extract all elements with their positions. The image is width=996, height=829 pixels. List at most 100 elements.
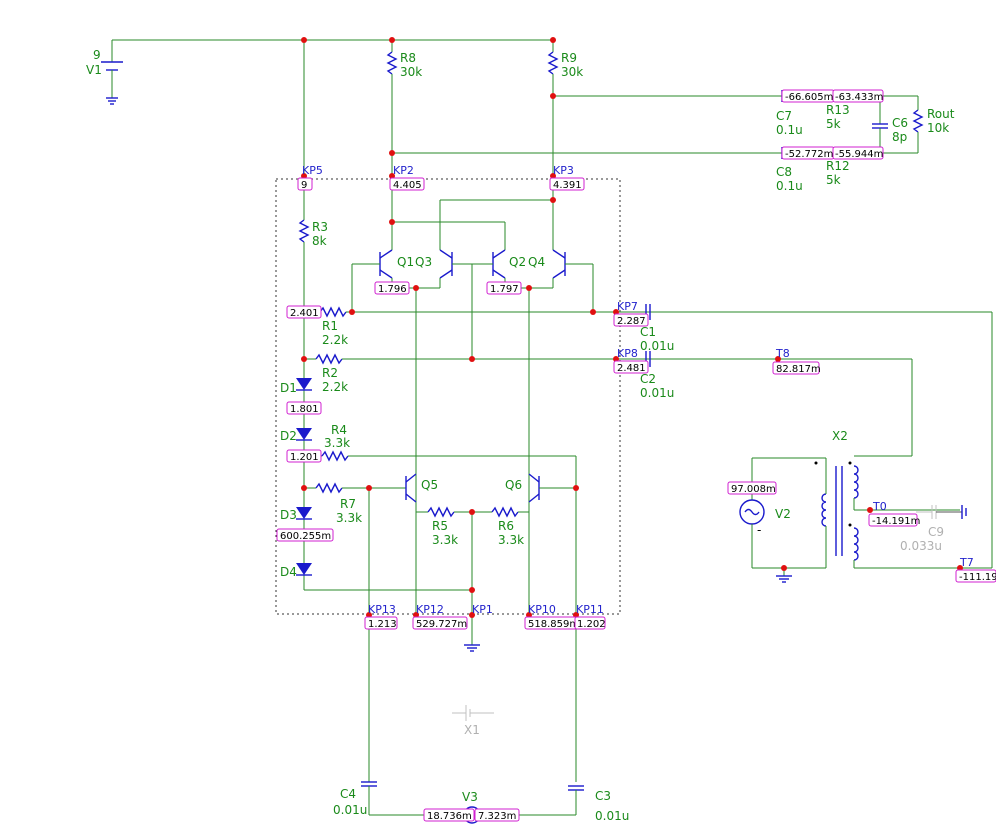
transistor-q3[interactable] — [439, 249, 472, 279]
battery-x1[interactable] — [452, 705, 494, 721]
probe-kp8: 2.481 — [617, 363, 646, 374]
c1-value: 0.01u — [640, 339, 674, 353]
port-kp2: KP2 — [393, 164, 414, 177]
port-kp8: KP8 — [617, 347, 638, 360]
v1-ref: V1 — [86, 63, 102, 77]
q3-ref: Q3 — [415, 255, 432, 269]
probe-q2: 1.797 — [490, 284, 519, 295]
c2-ref: C2 — [640, 372, 656, 386]
resistor-r4[interactable] — [321, 450, 349, 462]
subcircuit-boundary — [275, 178, 621, 615]
probe-v2: 97.008m — [731, 484, 776, 495]
d3-ref: D3 — [280, 508, 297, 522]
probe-kp7: 2.287 — [617, 316, 646, 327]
probe-q1: 1.796 — [378, 284, 407, 295]
v3-ref: V3 — [462, 790, 478, 804]
port-kp7: KP7 — [617, 300, 638, 313]
d2-ref: D2 — [280, 429, 297, 443]
r9-value: 30k — [561, 65, 583, 79]
q4-ref: Q4 — [528, 255, 545, 269]
transistor-q1[interactable] — [352, 249, 393, 279]
probe-c7: -66.605m — [785, 92, 833, 103]
battery-v1[interactable] — [101, 61, 123, 105]
resistor-r2[interactable] — [315, 353, 343, 365]
c7-value: 0.1u — [776, 123, 803, 137]
capacitor-c9[interactable] — [916, 505, 967, 519]
c4-ref: C4 — [340, 787, 356, 801]
probe-kp2: 4.405 — [393, 180, 422, 191]
resistor-r3[interactable] — [298, 219, 310, 243]
r12-value: 5k — [826, 173, 841, 187]
r8-value: 30k — [400, 65, 422, 79]
r4-value: 3.3k — [324, 436, 350, 450]
resistor-r1[interactable] — [319, 306, 347, 318]
transistor-q4[interactable] — [552, 249, 593, 279]
resistor-r8[interactable] — [386, 51, 398, 75]
probe-t7: -111.19 — [959, 572, 996, 583]
port-kp10: KP10 — [528, 603, 556, 616]
probe-r13: -63.433m — [835, 92, 883, 103]
probe-t8: 82.817m — [776, 364, 821, 375]
port-kp5: KP5 — [302, 164, 323, 177]
voltage-probes: 9 4.405 4.391 1.796 1.797 2.401 2.287 2.… — [276, 89, 996, 822]
x2-ref: X2 — [832, 429, 848, 443]
v1-value: 9 — [93, 48, 101, 62]
ground-kp1 — [464, 644, 480, 652]
c6-ref: C6 — [892, 116, 908, 130]
r1-value: 2.2k — [322, 333, 348, 347]
c7-ref: C7 — [776, 109, 792, 123]
probe-d3: 600.255m — [280, 531, 331, 542]
diode-d1[interactable] — [296, 378, 312, 391]
d1-ref: D1 — [280, 381, 297, 395]
r6-ref: R6 — [498, 519, 514, 533]
port-t8: T8 — [775, 347, 790, 360]
resistor-r5[interactable] — [427, 506, 455, 518]
v2-ref: V2 — [775, 507, 791, 521]
probe-kp11: 1.202 — [577, 619, 606, 630]
diode-d4[interactable] — [296, 563, 312, 576]
q2-ref: Q2 — [509, 255, 526, 269]
r2-value: 2.2k — [322, 380, 348, 394]
resistor-r9[interactable] — [547, 51, 559, 75]
c2-value: 0.01u — [640, 386, 674, 400]
r3-value: 8k — [312, 234, 327, 248]
q1-ref: Q1 — [397, 255, 414, 269]
diode-d2[interactable] — [296, 428, 312, 441]
probe-kp13: 1.213 — [368, 619, 397, 630]
capacitor-c4[interactable] — [361, 781, 377, 787]
r8-ref: R8 — [400, 51, 416, 65]
transformer-x2[interactable] — [814, 461, 859, 561]
resistor-rout[interactable] — [912, 109, 924, 133]
diode-d3[interactable] — [296, 507, 312, 520]
r12-ref: R12 — [826, 159, 850, 173]
r2-ref: R2 — [322, 366, 338, 380]
port-kp11: KP11 — [576, 603, 604, 616]
q6-ref: Q6 — [505, 478, 522, 492]
resistor-r7[interactable] — [315, 482, 343, 494]
probe-r12: -55.944m — [835, 149, 883, 160]
transistor-q2[interactable] — [472, 249, 506, 279]
port-t7: T7 — [959, 556, 974, 569]
c8-ref: C8 — [776, 165, 792, 179]
r7-value: 3.3k — [336, 511, 362, 525]
r13-ref: R13 — [826, 103, 850, 117]
c1-ref: C1 — [640, 325, 656, 339]
transistor-q6[interactable] — [528, 473, 576, 503]
r6-value: 3.3k — [498, 533, 524, 547]
rout-ref: Rout — [927, 107, 955, 121]
resistor-r6[interactable] — [491, 506, 519, 518]
r4-ref: R4 — [331, 423, 347, 437]
probe-kp5: 9 — [301, 180, 307, 191]
c9-value: 0.033u — [900, 539, 942, 553]
d4-ref: D4 — [280, 565, 297, 579]
r7-ref: R7 — [340, 497, 356, 511]
q5-ref: Q5 — [421, 478, 438, 492]
c3-value: 0.01u — [595, 809, 629, 823]
probe-kp3: 4.391 — [553, 180, 582, 191]
r3-ref: R3 — [312, 220, 328, 234]
capacitor-c3[interactable] — [568, 785, 584, 791]
probe-t0: -14.191m — [872, 516, 920, 527]
transistor-q5[interactable] — [405, 473, 417, 503]
